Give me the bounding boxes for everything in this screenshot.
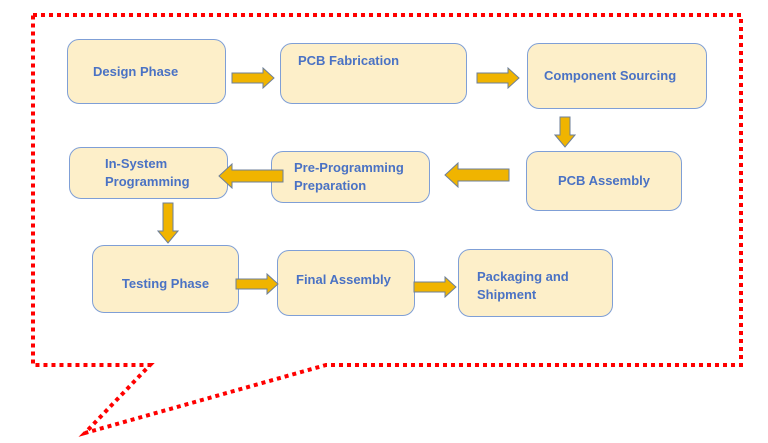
step-label: PCB Assembly [558, 173, 650, 188]
step-design-phase: Design Phase [67, 39, 226, 104]
step-packaging-and-shipment: Packaging and Shipment [458, 249, 613, 317]
step-pre-programming-preparation: Pre-Programming Preparation [271, 151, 430, 203]
step-label-line-2: Preparation [294, 178, 367, 193]
step-label: Testing Phase [121, 276, 210, 291]
step-label-line-1: In-System [105, 156, 168, 171]
arrow-right-icon [476, 67, 520, 89]
arrow-right-icon [413, 276, 457, 298]
step-label-line-2: Shipment [477, 287, 537, 302]
arrow-left-icon [444, 162, 510, 188]
arrow-right-icon [235, 273, 279, 295]
step-final-assembly: Final Assembly [277, 250, 415, 316]
arrow-left-icon [218, 163, 284, 189]
arrow-down-icon [157, 202, 179, 244]
step-label-line-1: Packaging and [477, 269, 569, 284]
step-label-line-2: Programming [105, 174, 190, 189]
step-label: Component Sourcing [544, 68, 677, 83]
step-pcb-assembly: PCB Assembly [526, 151, 682, 211]
step-in-system-programming: In-System Programming [69, 147, 228, 199]
step-label: Final Assembly [296, 272, 391, 287]
step-pcb-fabrication: PCB Fabrication [280, 43, 467, 104]
step-testing-phase: Testing Phase [92, 245, 239, 313]
arrow-down-icon [554, 116, 576, 148]
step-label-line-1: Pre-Programming [294, 160, 404, 175]
step-label: PCB Fabrication [298, 53, 400, 68]
step-component-sourcing: Component Sourcing [527, 43, 707, 109]
arrow-right-icon [231, 67, 275, 89]
step-label: Design Phase [93, 63, 179, 79]
